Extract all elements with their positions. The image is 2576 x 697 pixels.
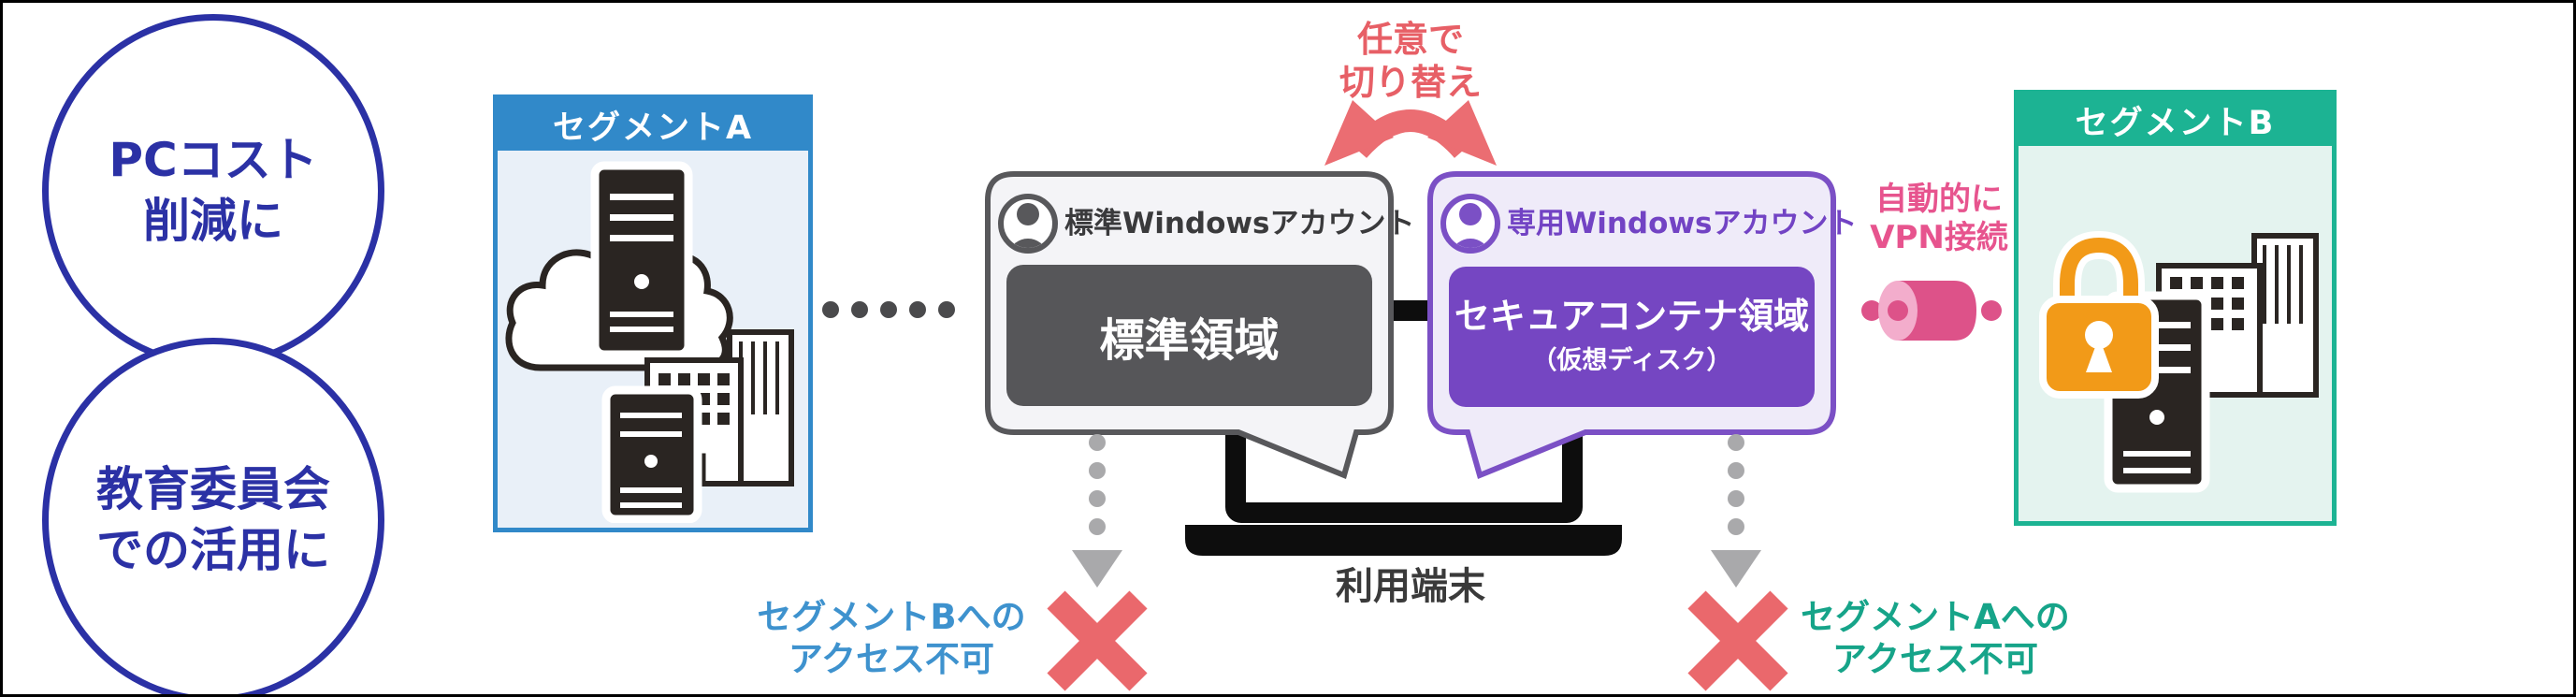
segment-b-illustration [2039, 230, 2319, 493]
secure-area-label: セキュアコンテナ領域 [1454, 295, 1810, 337]
standard-account-label: 標準Windowsアカウント [1064, 207, 1415, 240]
segment-b-title: セグメントB [2075, 105, 2276, 142]
terminal-label: 利用端末 [1336, 564, 1485, 608]
vpn-tunnel-icon [1861, 281, 2002, 341]
server-icon [590, 161, 693, 359]
segment-a-dotted-link [822, 301, 955, 318]
double-curved-arrow-icon [1324, 100, 1497, 166]
benefit-circle-board-label: 教育委員会 での活用に [96, 462, 330, 577]
segment-a-header: セグメントA [498, 99, 808, 151]
segment-b-header: セグメントB [2019, 94, 2332, 146]
dotted-arrow-icon [1072, 434, 1122, 588]
user-icon [998, 194, 1058, 254]
access-denied-segment-a: セグメントAへの アクセス不可 [1801, 596, 2070, 679]
standard-area-label: 標準領域 [1099, 313, 1280, 367]
benefit-circle-board-of-education: 教育委員会 での活用に [42, 338, 384, 694]
lock-icon [2039, 230, 2159, 399]
access-denied-segment-b: セグメントBへの アクセス不可 [757, 596, 1026, 679]
vpn-note: 自動的に VPN接続 [1870, 180, 2008, 256]
secure-area-sublabel: （仮想ディスク） [1531, 346, 1732, 376]
x-mark-icon [1687, 590, 1788, 691]
benefit-circle-pc-cost-label: PCコスト 削減に [109, 133, 318, 248]
server-icon [601, 385, 702, 523]
switch-note: 任意で 切り替え [1339, 18, 1482, 103]
standard-area-box: 標準領域 [1006, 265, 1372, 406]
user-icon [1440, 194, 1500, 254]
segment-a-illustration [505, 161, 794, 523]
secure-account-label: 専用Windowsアカウント [1507, 207, 1858, 240]
benefit-circle-pc-cost: PCコスト 削減に [42, 14, 384, 368]
segment-b-panel: セグメントB [2014, 90, 2337, 526]
segment-a-panel: セグメントA [493, 94, 813, 532]
secure-area-box: セキュアコンテナ領域 （仮想ディスク） [1449, 267, 1815, 407]
dotted-arrow-icon [1711, 434, 1761, 588]
segment-a-title: セグメントA [552, 109, 754, 147]
x-mark-icon [1047, 590, 1148, 691]
